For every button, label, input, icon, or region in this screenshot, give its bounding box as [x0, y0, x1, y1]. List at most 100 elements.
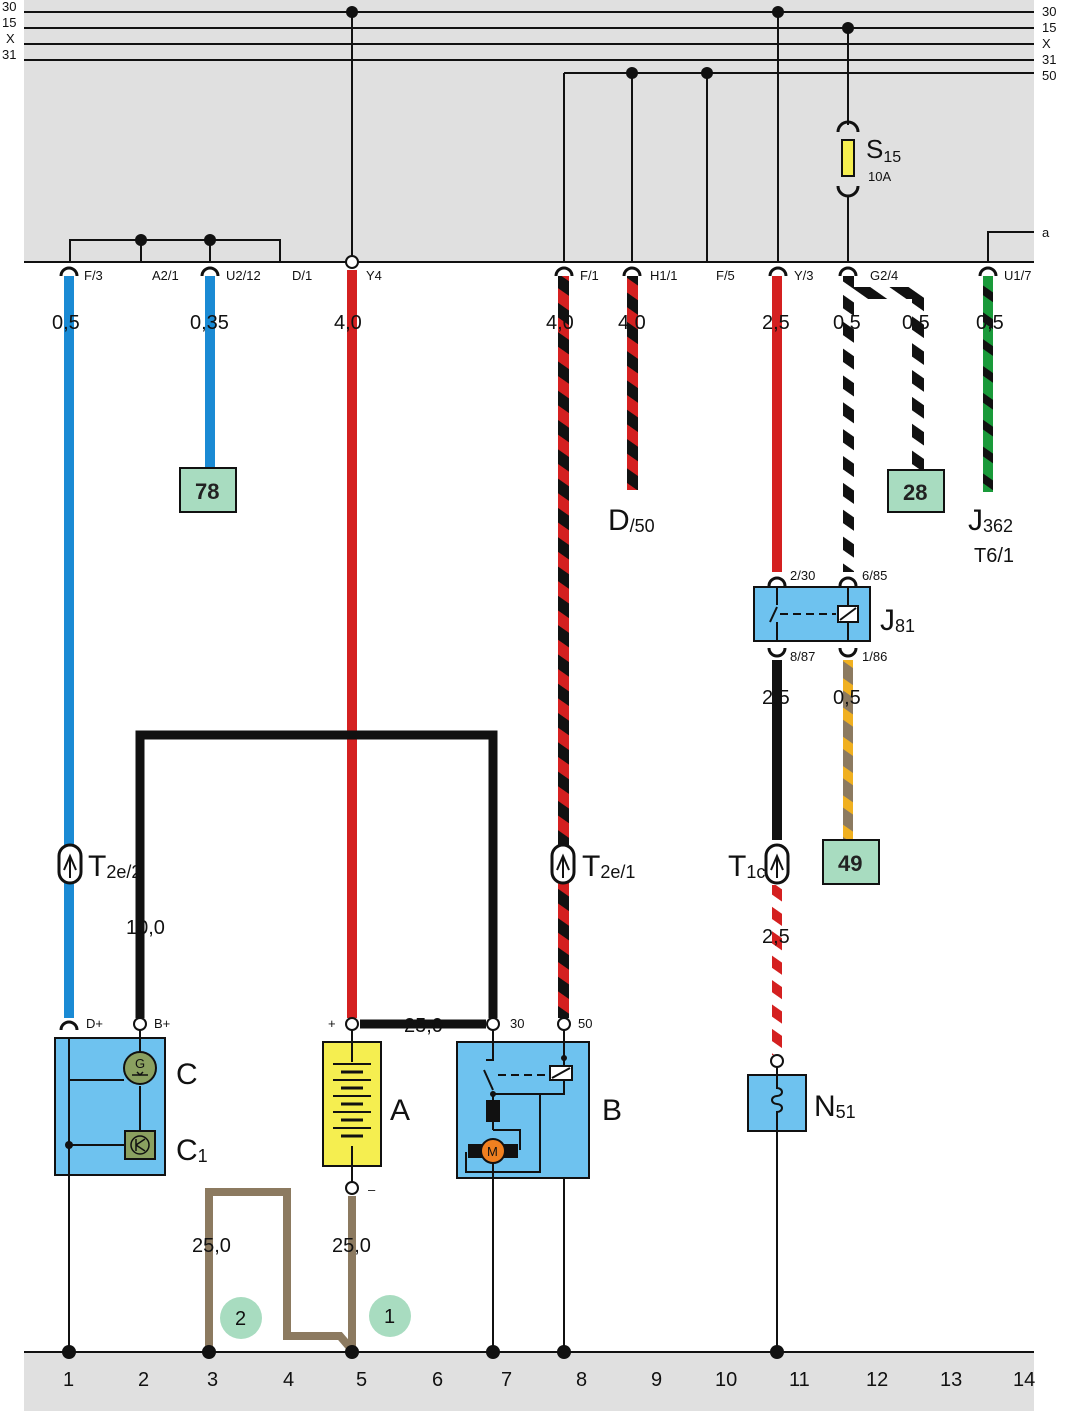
pin-d1: D/1 [292, 268, 312, 283]
target-d50: D/50 [608, 504, 655, 537]
wire-yellowbrown-49 [843, 660, 853, 840]
rail-label-right-x: X [1042, 36, 1051, 51]
ground-strip [24, 1352, 1034, 1411]
ground-badge-1: 1 [369, 1295, 411, 1337]
svg-text:13: 13 [940, 1369, 962, 1391]
wire-blue-dplus [64, 276, 74, 1018]
starter-motor-symbol: M [487, 1144, 498, 1159]
panel-connector-sockets [59, 266, 998, 277]
connector-t2e1-label: T2e/1 [582, 850, 635, 883]
rail-label-left-30: 30 [2, 0, 16, 14]
alternator-c-label: C [176, 1058, 198, 1091]
rail-label-right-31: 31 [1042, 52, 1056, 67]
battery-a [322, 1017, 382, 1195]
gauge-col8: 4,0 [546, 312, 574, 334]
wire-blackwhite-28 [854, 287, 924, 470]
fuse-s15-label: S15 [866, 134, 901, 166]
svg-text:8: 8 [576, 1369, 587, 1391]
gauge-col1: 0,5 [52, 312, 80, 334]
svg-text:5: 5 [356, 1369, 367, 1391]
starter-pin-30: 30 [510, 1016, 524, 1031]
heater-n51 [747, 1054, 807, 1132]
rail-a-label: a [1042, 225, 1050, 240]
gauge-ground-2: 25,0 [192, 1235, 231, 1257]
wire-redwhite-n51 [772, 885, 782, 1055]
pin-f5: F/5 [716, 268, 735, 283]
gauge-battery-starter: 25,0 [404, 1015, 443, 1037]
svg-text:78: 78 [195, 479, 219, 504]
pin-y4-terminal [345, 255, 359, 269]
connector-t2e2-label: T2e/2 [88, 850, 141, 883]
starter-b [456, 1017, 590, 1179]
wire-blue-78 [205, 276, 215, 468]
wire-black-bplus [135, 730, 498, 1018]
pin-f1: F/1 [580, 268, 599, 283]
gauge-relay-out: 2,5 [762, 687, 790, 709]
rail-label-right-30: 30 [1042, 4, 1056, 19]
rail-label-right-50: 50 [1042, 68, 1056, 83]
relay-pin-887: 8/87 [790, 649, 815, 664]
target-j362-pin: T6/1 [974, 545, 1014, 567]
pin-y3: Y/3 [794, 268, 814, 283]
connector-t2e2 [57, 843, 83, 885]
battery-a-label: A [390, 1094, 410, 1127]
battery-plus-label: + [328, 1016, 336, 1031]
relay-j81 [753, 576, 871, 658]
alternator-bplus-label: B+ [154, 1016, 170, 1031]
pin-h11: H1/1 [650, 268, 677, 283]
ref-box-78: 78 [179, 467, 237, 513]
rail-label-left-15: 15 [2, 15, 16, 30]
wire-red-battery [347, 270, 357, 1018]
ref-box-28: 28 [887, 469, 945, 513]
svg-text:7: 7 [501, 1369, 512, 1391]
gauge-col5: 4,0 [334, 312, 362, 334]
gauge-relay-86: 0,5 [833, 687, 861, 709]
gauge-col11: 2,5 [762, 312, 790, 334]
wire-red-relay [772, 276, 782, 572]
connector-t1c [764, 843, 790, 885]
power-rails [24, 11, 1034, 1353]
alternator-g-symbol: G [135, 1056, 145, 1071]
svg-text:28: 28 [903, 480, 927, 505]
svg-text:3: 3 [207, 1369, 218, 1391]
alternator-c [54, 1017, 166, 1176]
svg-text:1: 1 [63, 1369, 74, 1391]
svg-text:1: 1 [384, 1306, 395, 1328]
wire-redblack-starter [558, 276, 569, 1018]
relay-pin-230: 2/30 [790, 568, 815, 583]
rail-label-left-31: 31 [2, 47, 16, 62]
starter-b-label: B [602, 1094, 622, 1127]
svg-text:4: 4 [283, 1369, 294, 1391]
alternator-dplus-label: D+ [86, 1016, 103, 1031]
gauge-col9: 4,0 [618, 312, 646, 334]
relay-j81-label: J81 [880, 604, 915, 637]
fuse-s15 [836, 120, 860, 198]
gauge-bplus: 10,0 [126, 917, 165, 939]
central-panel [24, 0, 1034, 262]
column-numbers: 1 2 3 4 5 6 7 8 9 10 11 12 13 14 [63, 1369, 1035, 1391]
svg-text:49: 49 [838, 851, 862, 876]
svg-text:14: 14 [1013, 1369, 1035, 1391]
wire-brown-ground-2 [205, 1188, 356, 1353]
gauge-n51: 2,5 [762, 926, 790, 948]
fuse-s15-rating: 10A [868, 169, 891, 184]
wire-blackwhite-relay [843, 276, 854, 572]
svg-text:2: 2 [138, 1369, 149, 1391]
gauge-col3: 0,35 [190, 312, 229, 334]
svg-text:12: 12 [866, 1369, 888, 1391]
rail-label-right-15: 15 [1042, 20, 1056, 35]
relay-pin-186: 1/86 [862, 649, 887, 664]
wire-redblack-d50 [627, 276, 638, 490]
pin-f3: F/3 [84, 268, 103, 283]
relay-pin-685: 6/85 [862, 568, 887, 583]
pin-a21: A2/1 [152, 268, 179, 283]
pin-u17: U1/7 [1004, 268, 1031, 283]
svg-text:6: 6 [432, 1369, 443, 1391]
svg-text:9: 9 [651, 1369, 662, 1391]
heater-n51-label: N51 [814, 1090, 856, 1123]
ground-badge-2: 2 [220, 1297, 262, 1339]
svg-text:2: 2 [235, 1308, 246, 1330]
gauge-col13: 0,5 [976, 312, 1004, 334]
ref-box-49: 49 [822, 839, 880, 885]
regulator-c1-label: C1 [176, 1134, 208, 1167]
